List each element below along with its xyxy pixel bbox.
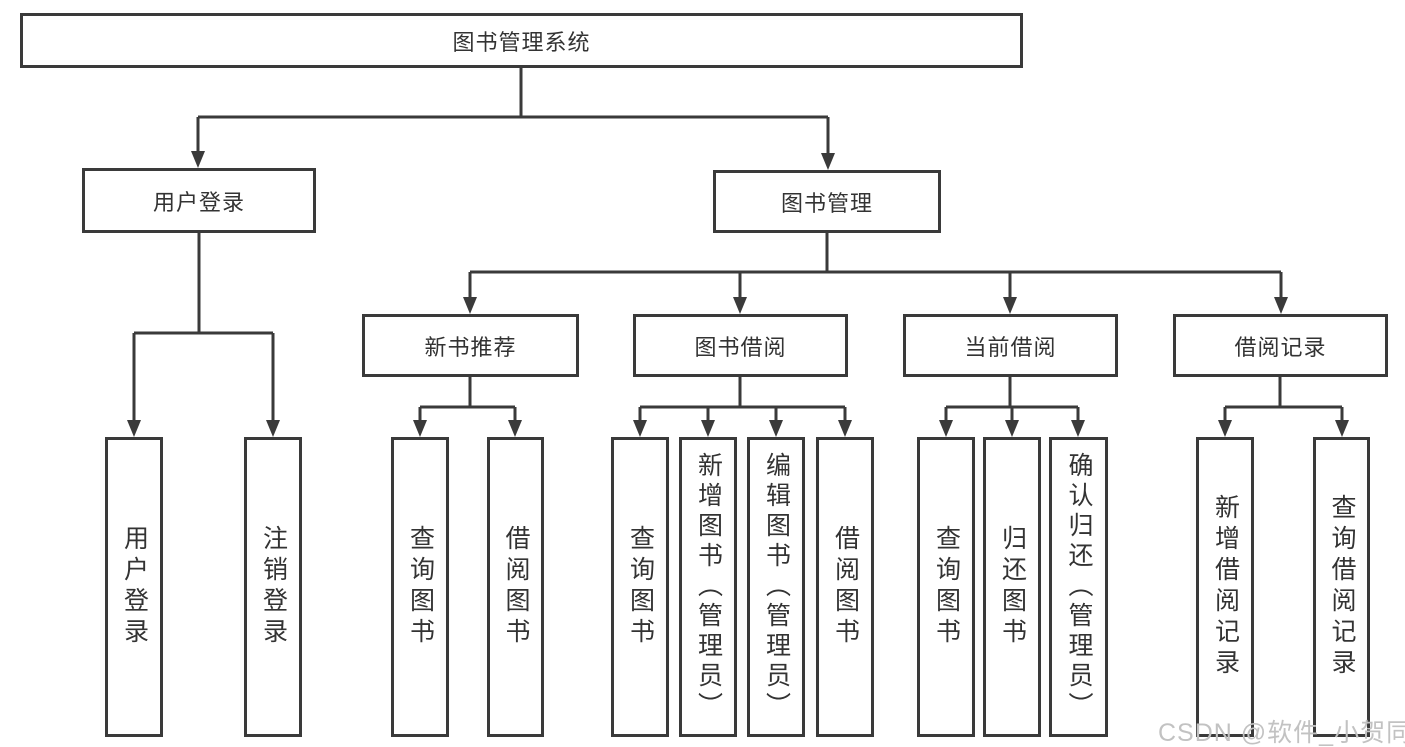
arrowhead <box>1218 420 1232 437</box>
arrowhead <box>127 420 141 437</box>
arrowhead <box>701 420 715 437</box>
connector-currentborrow-rail <box>946 377 1078 409</box>
node-root-label: 图书管理系统 <box>452 29 591 55</box>
arrowhead <box>1005 420 1019 437</box>
node-current-borrow: 当前借阅 <box>903 314 1118 377</box>
connector-newbookrec-arrow-stems <box>418 407 517 423</box>
node-book-mgmt-label: 图书管理 <box>780 190 873 216</box>
node-br-query: 查询借阅记录 <box>1313 437 1370 737</box>
node-leaf-user-login-label: 用户登录 <box>120 525 149 649</box>
node-book-mgmt: 图书管理 <box>713 170 941 233</box>
arrowhead <box>508 420 522 437</box>
node-br-query-label: 查询借阅记录 <box>1328 494 1356 680</box>
node-bb-edit-label: 编辑图书（管理员） <box>762 452 791 722</box>
node-bb-edit: 编辑图书（管理员） <box>747 437 805 737</box>
node-bb-add-label: 新增图书（管理员） <box>694 452 723 722</box>
arrowhead <box>191 151 205 168</box>
node-cb-query: 查询图书 <box>917 437 975 737</box>
arrowhead <box>266 420 280 437</box>
node-bb-query: 查询图书 <box>611 437 669 737</box>
arrowhead <box>1003 297 1017 314</box>
arrowhead <box>413 420 427 437</box>
node-bb-query-label: 查询图书 <box>626 525 655 649</box>
node-leaf-logout: 注销登录 <box>244 437 302 737</box>
node-bb-add: 新增图书（管理员） <box>679 437 737 737</box>
connector-userlogin-arrow-stems <box>132 333 275 423</box>
node-new-book-rec: 新书推荐 <box>362 314 579 377</box>
arrowhead <box>1335 420 1349 437</box>
node-root: 图书管理系统 <box>20 13 1023 68</box>
connector-root-rail <box>198 68 828 119</box>
node-borrow-record-label: 借阅记录 <box>1234 334 1327 360</box>
node-borrow-record: 借阅记录 <box>1173 314 1388 377</box>
node-leaf-user-login: 用户登录 <box>105 437 163 737</box>
arrowhead <box>1274 297 1288 314</box>
node-nb-query-label: 查询图书 <box>406 525 435 649</box>
csdn-watermark: CSDN @软件_小贺同学 <box>1158 719 1405 747</box>
node-cb-confirm: 确认归还（管理员） <box>1049 437 1108 737</box>
node-nb-borrow-label: 借阅图书 <box>502 525 530 649</box>
node-br-add: 新增借阅记录 <box>1196 437 1254 737</box>
node-book-borrow: 图书借阅 <box>633 314 848 377</box>
node-br-add-label: 新增借阅记录 <box>1211 494 1240 680</box>
node-current-borrow-label: 当前借阅 <box>964 334 1057 360</box>
connector-borrowrecord-arrow-stems <box>1223 407 1344 423</box>
node-cb-return: 归还图书 <box>983 437 1041 737</box>
node-leaf-logout-label: 注销登录 <box>259 525 288 649</box>
node-new-book-rec-label: 新书推荐 <box>424 334 517 360</box>
arrowheads <box>127 151 1349 437</box>
node-nb-borrow: 借阅图书 <box>487 437 544 737</box>
node-cb-query-label: 查询图书 <box>932 525 961 649</box>
connector-bookmgmt-rail <box>470 232 1281 274</box>
node-bb-borrow: 借阅图书 <box>816 437 874 737</box>
node-user-login: 用户登录 <box>82 168 316 233</box>
connector-userlogin-rail <box>134 232 273 335</box>
node-cb-confirm-label: 确认归还（管理员） <box>1065 452 1093 722</box>
arrowhead <box>821 153 835 170</box>
node-book-borrow-label: 图书借阅 <box>694 334 787 360</box>
node-cb-return-label: 归还图书 <box>998 525 1027 649</box>
arrowhead <box>733 297 747 314</box>
arrowhead <box>633 420 647 437</box>
arrowhead <box>838 420 852 437</box>
connector-bookborrow-arrow-stems <box>638 407 847 423</box>
connector-newbookrec-rail <box>420 377 515 409</box>
arrowhead <box>769 420 783 437</box>
node-nb-query: 查询图书 <box>391 437 449 737</box>
connector-borrowrecord-rail <box>1225 377 1342 409</box>
arrowhead <box>939 420 953 437</box>
connector-bookborrow-rail <box>640 377 845 409</box>
arrowhead <box>1071 420 1085 437</box>
connector-root-arrow-stems <box>196 117 830 156</box>
node-user-login-label: 用户登录 <box>152 189 245 215</box>
node-bb-borrow-label: 借阅图书 <box>831 525 860 649</box>
connector-bookmgmt-arrow-stems <box>468 272 1283 300</box>
arrowhead <box>463 297 477 314</box>
